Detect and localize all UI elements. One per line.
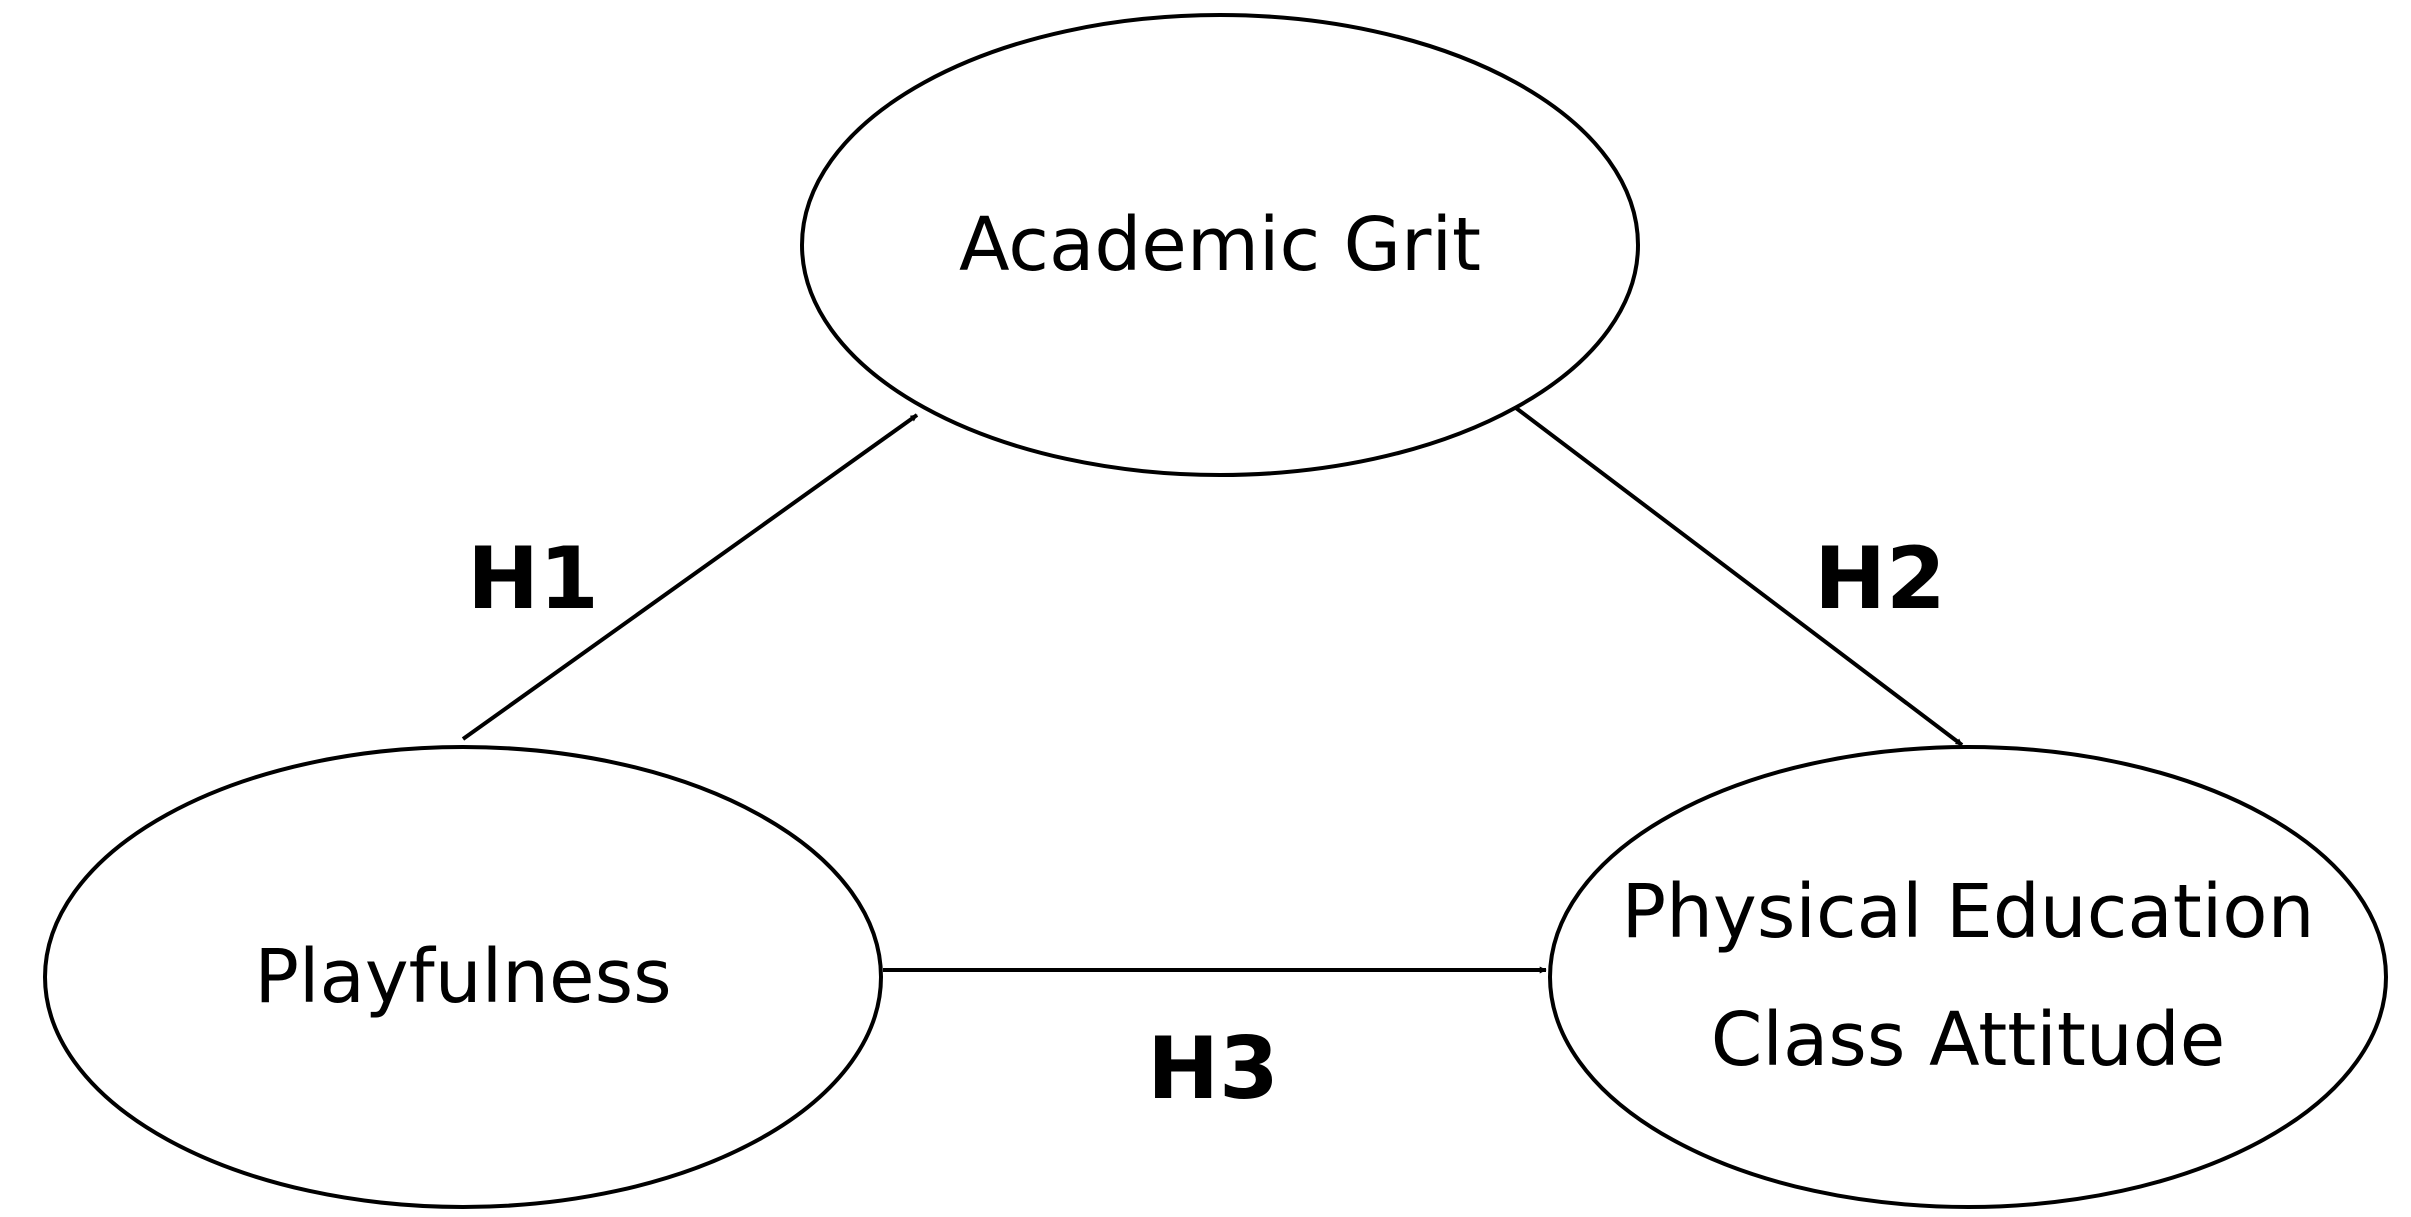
node-academic-grit [800, 13, 1640, 477]
edge-label-h3: H3 [1147, 1019, 1279, 1119]
edge-label-h2: H2 [1814, 529, 1946, 629]
node-pe-class-attitude [1548, 745, 2388, 1209]
edge-h1-playfulness-to-academic-grit [461, 413, 919, 741]
node-label-pe-class-attitude-line1: Physical Education [1622, 869, 2315, 955]
node-label-playfulness: Playfulness [254, 934, 671, 1020]
node-label-pe-class-attitude-line2: Class Attitude [1711, 997, 2226, 1083]
edge-h2-academic-grit-to-pe-class-attitude [1514, 406, 1964, 747]
node-label-academic-grit: Academic Grit [959, 202, 1481, 288]
node-playfulness [43, 745, 883, 1209]
edge-label-h1: H1 [467, 529, 599, 629]
